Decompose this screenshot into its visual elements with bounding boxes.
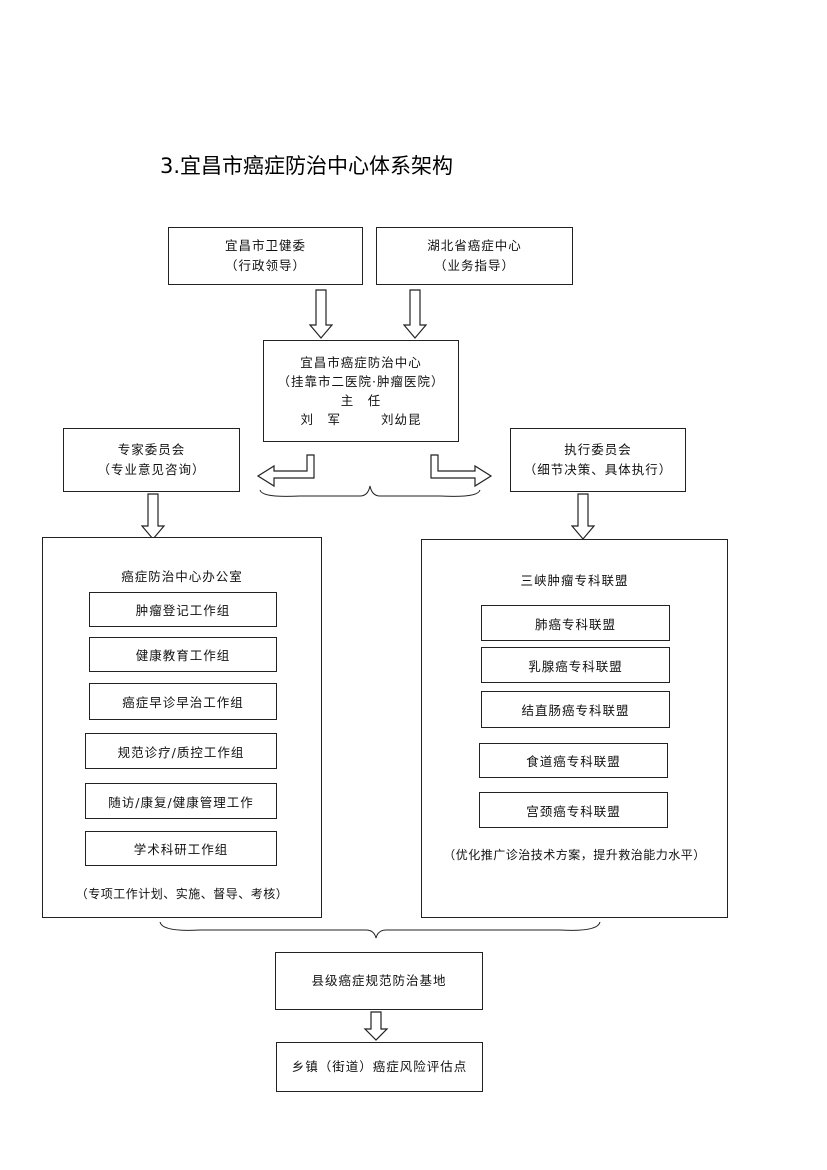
arrow-down-alliance xyxy=(570,493,596,540)
expert-committee-role: （专业意见咨询） xyxy=(97,462,206,477)
arrow-down-town xyxy=(363,1011,389,1041)
alliance-title: 三峡肿瘤专科联盟 xyxy=(520,573,629,588)
arrow-down-right-top xyxy=(402,289,428,339)
expert-committee-name: 专家委员会 xyxy=(117,442,186,457)
alliance-group-1: 肺癌专科联盟 xyxy=(481,605,670,641)
office-box: 癌症防治中心办公室 肿瘤登记工作组 健康教育工作组 癌症早诊早治工作组 规范诊疗… xyxy=(42,537,322,918)
director-names: 刘 军 刘幼昆 xyxy=(300,410,421,429)
yichang-cancer-center-box: 宜昌市癌症防治中心 （挂靠市二医院·肿瘤医院） 主 任 刘 军 刘幼昆 xyxy=(263,340,459,442)
office-group-1: 肿瘤登记工作组 xyxy=(89,592,277,627)
office-group-5: 随访/康复/健康管理工作 xyxy=(85,783,277,819)
office-note: （专项工作计划、实施、督导、考核） xyxy=(75,887,289,901)
center-name: 宜昌市癌症防治中心 xyxy=(300,355,422,370)
expert-committee-box: 专家委员会 （专业意见咨询） xyxy=(63,428,240,492)
exec-committee-name: 执行委员会 xyxy=(564,442,632,457)
brace-bottom xyxy=(159,921,601,939)
office-group-2: 健康教育工作组 xyxy=(89,637,277,672)
county-base-box: 县级癌症规范防治基地 xyxy=(275,952,483,1010)
provincial-center-name: 湖北省癌症中心 xyxy=(427,238,522,253)
provincial-cancer-center-box: 湖北省癌症中心 （业务指导） xyxy=(376,227,573,285)
arrow-bent-right xyxy=(430,454,493,488)
exec-committee-box: 执行委员会 （细节决策、具体执行） xyxy=(510,428,686,492)
alliance-group-3: 结直肠癌专科联盟 xyxy=(481,691,670,728)
page-title: 3.宜昌市癌症防治中心体系架构 xyxy=(160,154,454,178)
health-commission-role: （行政领导） xyxy=(224,258,306,273)
health-commission-name: 宜昌市卫健委 xyxy=(224,238,306,253)
arrow-down-left-top xyxy=(308,289,334,339)
alliance-group-5: 宫颈癌专科联盟 xyxy=(479,792,668,828)
alliance-box: 三峡肿瘤专科联盟 肺癌专科联盟 乳腺癌专科联盟 结直肠癌专科联盟 食道癌专科联盟… xyxy=(421,539,728,918)
brace-center xyxy=(259,485,481,497)
office-group-3: 癌症早诊早治工作组 xyxy=(89,683,277,720)
office-group-4: 规范诊疗/质控工作组 xyxy=(85,733,277,769)
arrow-bent-left xyxy=(256,454,315,488)
health-commission-box: 宜昌市卫健委 （行政领导） xyxy=(168,227,363,285)
town-point-label: 乡镇（街道）癌症风险评估点 xyxy=(291,1059,468,1074)
alliance-group-4: 食道癌专科联盟 xyxy=(479,743,668,778)
provincial-center-role: （业务指导） xyxy=(433,258,515,273)
director-name-1: 刘 军 xyxy=(300,412,341,427)
town-point-box: 乡镇（街道）癌症风险评估点 xyxy=(276,1042,483,1092)
county-base-label: 县级癌症规范防治基地 xyxy=(311,973,447,988)
office-group-6: 学术科研工作组 xyxy=(85,831,277,866)
office-title: 癌症防治中心办公室 xyxy=(121,569,243,584)
alliance-note: （优化推广诊治技术方案，提升救治能力水平） xyxy=(443,848,706,862)
director-name-2: 刘幼昆 xyxy=(381,412,422,427)
alliance-group-2: 乳腺癌专科联盟 xyxy=(481,647,670,683)
exec-committee-role: （细节决策、具体执行） xyxy=(523,462,673,477)
center-affiliation: （挂靠市二医院·肿瘤医院） xyxy=(277,374,445,389)
director-label: 主 任 xyxy=(340,393,382,408)
arrow-down-office xyxy=(140,493,166,540)
